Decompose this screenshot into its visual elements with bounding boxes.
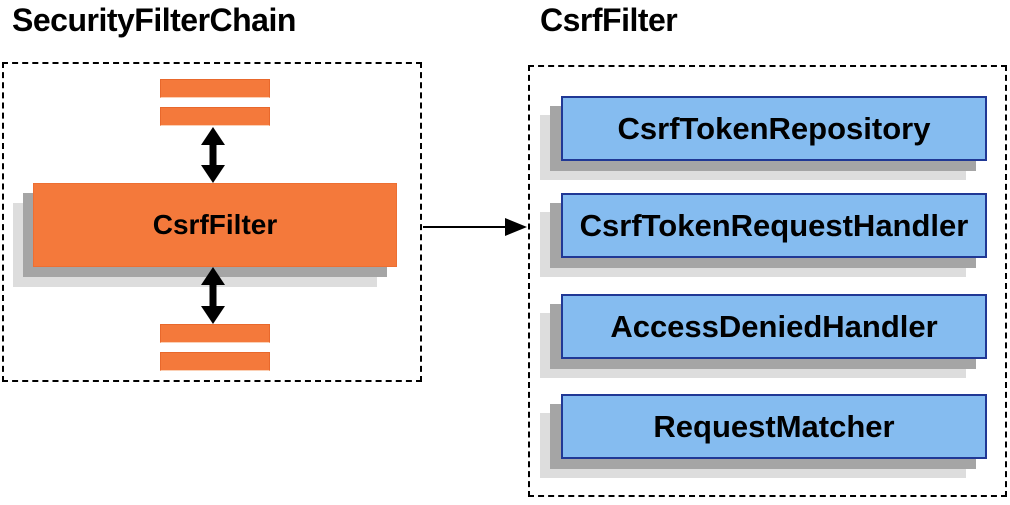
filter-placeholder-bar [160,79,270,98]
filter-placeholder-bar [160,324,270,343]
security-filter-chain-container: CsrfFilter [2,62,422,382]
component-label: RequestMatcher [653,408,895,444]
csrf-filter-components-container: CsrfTokenRepository CsrfTokenRequestHand… [528,65,1007,497]
filter-placeholder-bar [160,107,270,126]
csrf-filter-node: CsrfFilter [33,183,397,267]
csrf-filter-node-label: CsrfFilter [152,209,278,240]
right-arrow-icon [423,218,527,236]
component-label: AccessDeniedHandler [610,308,938,344]
security-filter-chain-title: SecurityFilterChain [12,2,296,38]
component-label: CsrfTokenRequestHandler [579,207,969,243]
csrf-filter-panel-title: CsrfFilter [540,2,678,38]
filter-placeholder-bar [160,352,270,371]
component-label: CsrfTokenRepository [617,110,931,146]
component-box-request-matcher: RequestMatcher [561,394,987,459]
component-box-csrf-token-repository: CsrfTokenRepository [561,96,987,161]
component-box-access-denied-handler: AccessDeniedHandler [561,294,987,359]
component-box-csrf-token-request-handler: CsrfTokenRequestHandler [561,193,987,258]
